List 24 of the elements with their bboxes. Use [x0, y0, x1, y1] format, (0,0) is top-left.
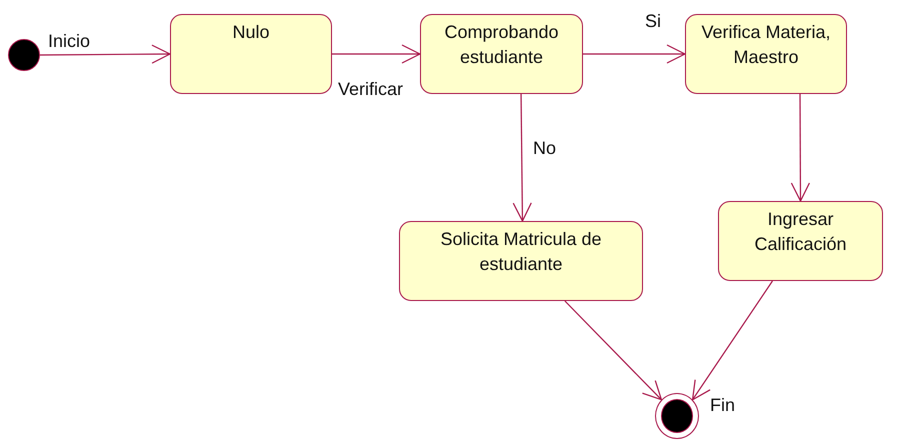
state-name: Verifica Materia, Maestro [700, 21, 832, 69]
transition-arrow [332, 44, 421, 64]
state-box [718, 201, 883, 281]
state-caption: Fin [710, 394, 736, 416]
state-name: Ingresar Calificación [753, 208, 848, 256]
transition-arrow [692, 280, 773, 400]
state-box [170, 14, 332, 94]
state-box [399, 221, 643, 301]
final-state-bullseye [655, 393, 699, 439]
transition-arrow [40, 44, 171, 64]
state-box [685, 14, 847, 94]
edge-label: No [533, 137, 556, 159]
state-name: Nulo [232, 21, 270, 44]
state-name: Solicita Matricula de estudiante [439, 228, 603, 276]
transition-arrow [512, 94, 532, 222]
initial-state-dot [8, 39, 40, 71]
state-name: Comprobando estudiante [443, 21, 560, 69]
edge-label: Verificar [338, 78, 404, 100]
edge-label: Si [645, 10, 662, 32]
transition-arrow [790, 94, 810, 202]
state-caption: Inicio [48, 30, 90, 52]
transition-arrow [583, 44, 686, 64]
transition-arrow [564, 300, 662, 400]
state-box [420, 14, 583, 94]
